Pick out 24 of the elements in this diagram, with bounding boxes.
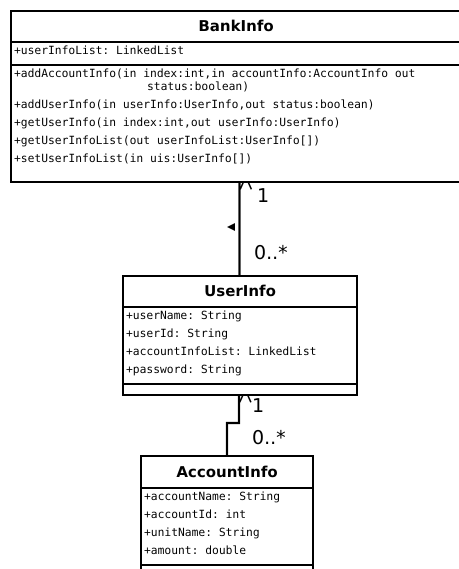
attribute: +userId: String xyxy=(126,327,230,340)
operation: +getUserInfoList(out userInfoList:UserInfo[]) xyxy=(14,134,322,147)
attribute: +unitName: String xyxy=(144,526,261,539)
attribute: +accountInfoList: LinkedList xyxy=(126,345,318,358)
class-box xyxy=(10,10,459,183)
multiplicity-label: 1 xyxy=(257,186,270,206)
multiplicity-label: 0..* xyxy=(252,428,286,448)
operation: +addAccountInfo(in index:int,in accountInfo:AccountInfo out status:boolean) xyxy=(14,67,416,93)
class-name: UserInfo xyxy=(124,277,356,308)
multiplicity-label: 0..* xyxy=(254,243,288,263)
attribute: +accountName: String xyxy=(144,490,282,503)
operation: +getUserInfo(in index:int,out userInfo:UserInfo) xyxy=(14,116,342,129)
attribute: +accountId: int xyxy=(144,508,248,521)
attribute: +amount: double xyxy=(144,544,248,557)
class-name: AccountInfo xyxy=(142,457,312,489)
operation: +addUserInfo(in userInfo:UserInfo,out status:boolean) xyxy=(14,98,376,111)
class-box xyxy=(140,455,314,569)
multiplicity-label: 1 xyxy=(252,396,264,416)
operation: +setUserInfoList(in uis:UserInfo[]) xyxy=(14,152,254,165)
attribute: +userInfoList: LinkedList xyxy=(14,44,186,57)
attribute: +password: String xyxy=(126,363,243,376)
class-box xyxy=(122,275,358,396)
attribute: +userName: String xyxy=(126,309,243,322)
class-name: BankInfo xyxy=(12,12,459,43)
